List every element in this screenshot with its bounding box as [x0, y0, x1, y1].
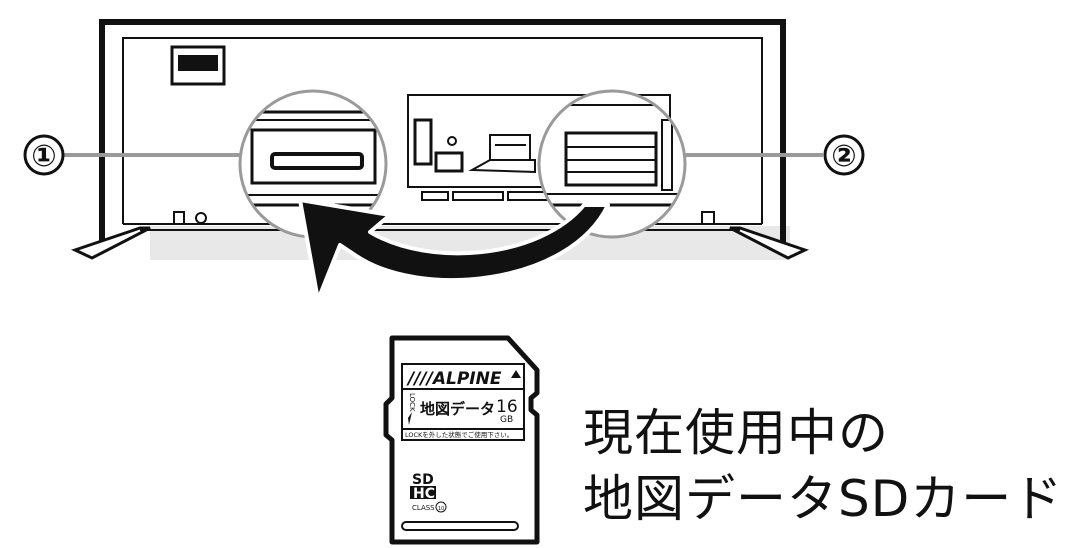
unit-housing	[99, 19, 786, 246]
sd-card: ////ALPINE LOCK 地図データ 16 GB LOCKを外した状態でご…	[383, 335, 540, 545]
sd-card-unit: GB	[500, 415, 513, 425]
sd-card-lock-label: LOCK	[408, 393, 416, 412]
sd-card-class-value: 10	[438, 506, 444, 512]
sd-card-brand: ////ALPINE	[406, 369, 502, 389]
navigation-unit	[70, 19, 810, 260]
callout-1: ①	[23, 134, 65, 176]
sd-card-note: LOCKを外した状態でご使用下さい。	[405, 430, 513, 439]
caption-line-1: 現在使用中の	[583, 404, 889, 462]
sd-card-label	[401, 363, 525, 441]
sd-card-grip	[401, 521, 519, 531]
unit-inner-frame	[122, 37, 763, 224]
callout-2: ②	[823, 134, 865, 176]
callout-1-number: ①	[31, 139, 56, 174]
caption: 現在使用中の 地図データSDカード	[583, 400, 1063, 532]
callout-2-number: ②	[831, 139, 856, 174]
sd-card-insert-arrow-icon	[511, 370, 521, 378]
magnifier-slot-2	[537, 89, 687, 239]
eject-button-face	[178, 55, 218, 71]
sd-card-class-label: CLASS	[412, 504, 435, 512]
sdhc-logo-bottom: HC	[413, 486, 435, 502]
sd-card-capacity: 16	[496, 397, 518, 417]
sd-slot-1-opening	[270, 152, 364, 170]
sdhc-logo-top: SD	[412, 472, 434, 488]
move-card-arrow	[298, 198, 610, 302]
caption-line-2: 地図データSDカード	[583, 470, 1064, 528]
magnifier-slot-1	[238, 89, 388, 239]
lock-arrow-icon	[408, 412, 412, 425]
sd-card-title: 地図データ	[420, 400, 495, 418]
